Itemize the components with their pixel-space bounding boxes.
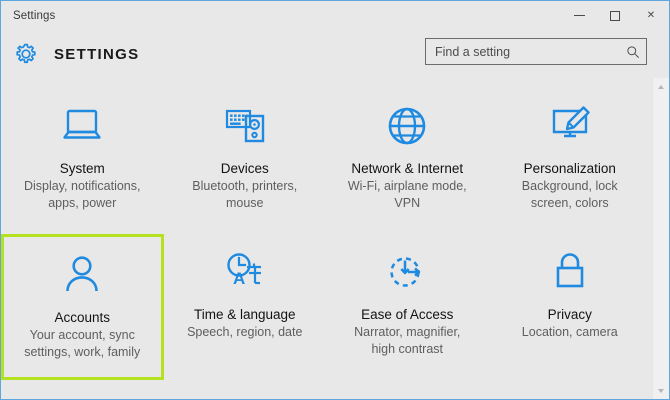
clock-language-icon: A <box>221 248 269 296</box>
tile-title: Personalization <box>523 161 616 176</box>
vertical-scrollbar[interactable] <box>652 78 669 399</box>
tile-title: Network & Internet <box>351 161 464 176</box>
tile-system[interactable]: System Display, notifications, apps, pow… <box>1 88 164 234</box>
tile-description: Display, notifications, apps, power <box>24 179 141 210</box>
tile-time-language[interactable]: A Time & language Speech, region, date <box>164 234 327 380</box>
monitor-paintbrush-icon <box>547 102 593 150</box>
close-button[interactable]: ✕ <box>633 1 669 30</box>
tile-title: System <box>59 161 105 176</box>
close-icon: ✕ <box>646 9 656 21</box>
tile-description: Bluetooth, printers, mouse <box>192 179 298 210</box>
tile-title: Devices <box>220 161 269 176</box>
window-title: Settings <box>13 9 56 22</box>
tile-description: Narrator, magnifier, high contrast <box>354 325 461 356</box>
lock-icon <box>549 248 591 296</box>
search-input[interactable] <box>435 44 626 59</box>
scroll-down-icon <box>658 388 664 393</box>
minimize-icon <box>573 15 585 16</box>
window-controls: ✕ <box>561 1 669 30</box>
tile-privacy[interactable]: Privacy Location, camera <box>489 234 652 380</box>
maximize-icon <box>610 10 620 21</box>
tile-description: Location, camera <box>521 325 618 339</box>
scroll-down-button[interactable] <box>653 382 670 399</box>
tile-network-internet[interactable]: Network & Internet Wi-Fi, airplane mode,… <box>326 88 489 234</box>
minimize-button[interactable] <box>561 1 597 30</box>
tile-personalization[interactable]: Personalization Background, lock screen,… <box>489 88 652 234</box>
laptop-icon <box>59 102 105 150</box>
page-title: SETTINGS <box>54 45 140 63</box>
tile-title: Time & language <box>193 307 296 322</box>
tile-title: Ease of Access <box>361 307 454 322</box>
tile-title: Privacy <box>547 307 592 322</box>
scroll-up-icon <box>658 84 664 89</box>
tile-ease-of-access[interactable]: Ease of Access Narrator, magnifier, high… <box>326 234 489 380</box>
search-box[interactable] <box>425 38 647 65</box>
tile-accounts[interactable]: Accounts Your account, sync settings, wo… <box>1 234 164 380</box>
search-icon[interactable] <box>626 45 640 59</box>
title-bar[interactable]: Settings ✕ <box>1 1 669 30</box>
tile-description: Speech, region, date <box>187 325 303 339</box>
devices-keyboard-icon <box>222 102 268 150</box>
settings-content: System Display, notifications, apps, pow… <box>1 78 669 399</box>
person-icon <box>60 251 104 299</box>
maximize-button[interactable] <box>597 1 633 30</box>
scroll-up-button[interactable] <box>653 78 670 95</box>
tile-description: Your account, sync settings, work, famil… <box>24 328 141 359</box>
tile-description: Background, lock screen, colors <box>521 179 618 210</box>
tile-description: Wi-Fi, airplane mode, VPN <box>347 179 467 210</box>
settings-tile-grid: System Display, notifications, apps, pow… <box>1 88 651 380</box>
tile-devices[interactable]: Devices Bluetooth, printers, mouse <box>164 88 327 234</box>
globe-icon <box>385 102 429 150</box>
gear-icon <box>16 43 36 64</box>
ease-of-access-icon <box>384 248 430 296</box>
svg-text:A: A <box>233 269 245 288</box>
app-header: SETTINGS <box>1 30 669 78</box>
tile-title: Accounts <box>54 310 111 325</box>
